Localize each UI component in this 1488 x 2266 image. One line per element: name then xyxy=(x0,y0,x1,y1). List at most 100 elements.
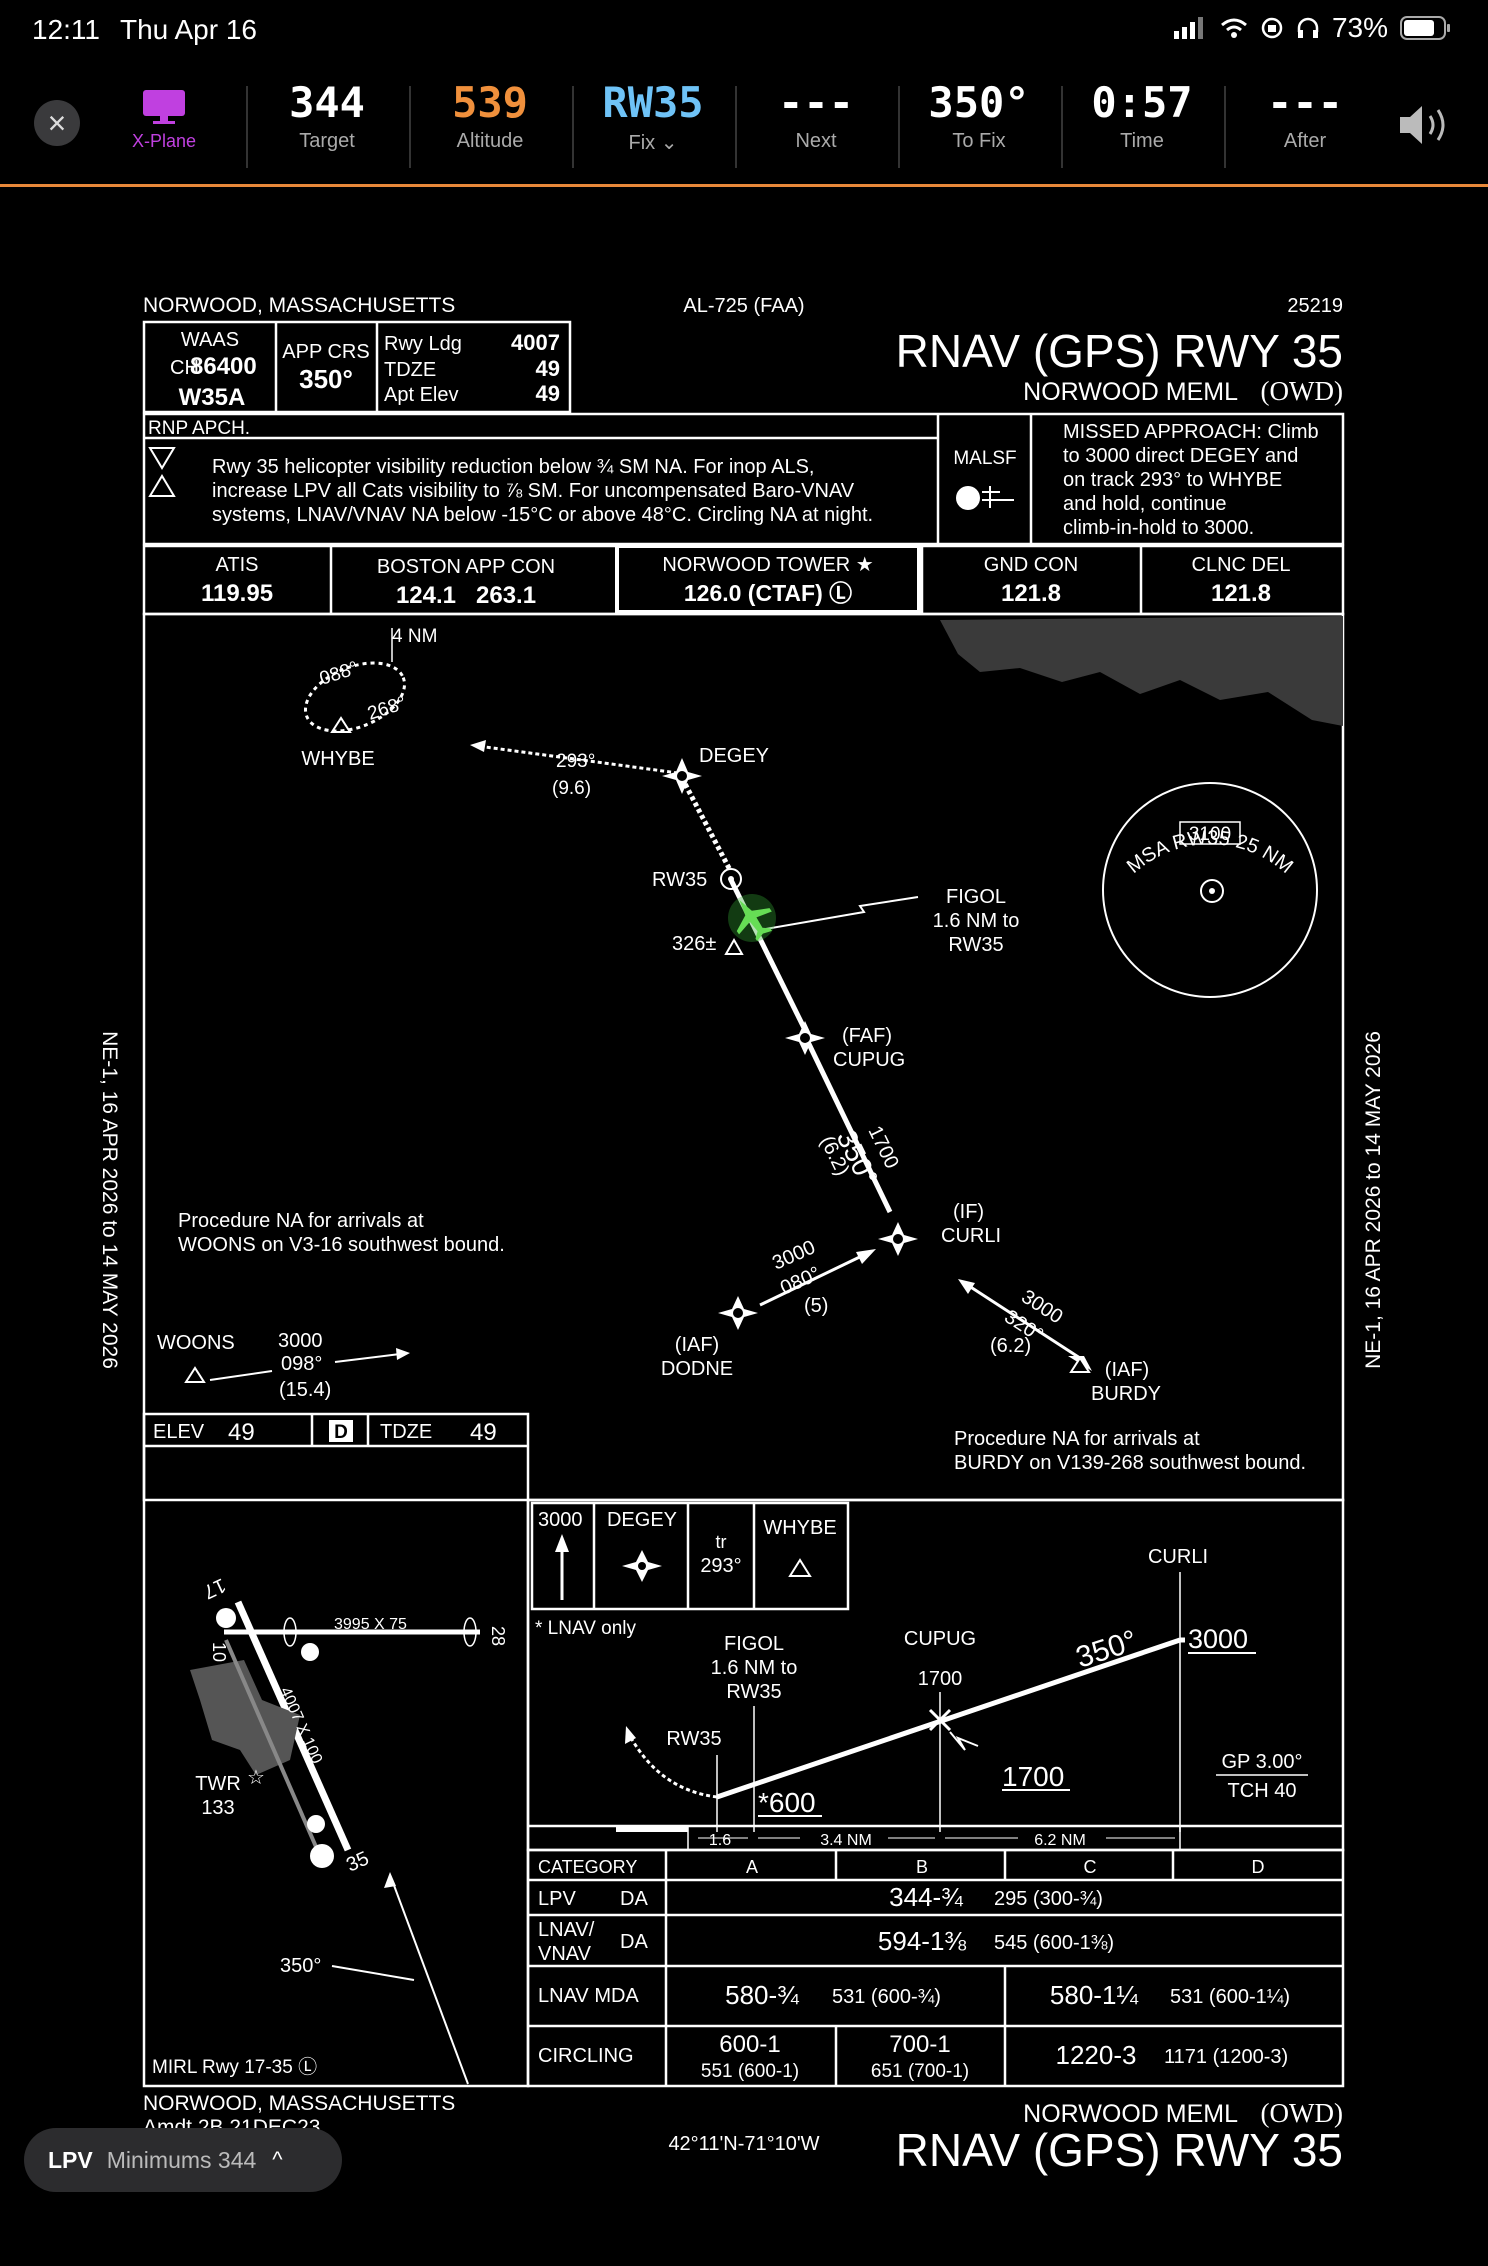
lighting-icon xyxy=(216,1608,236,1628)
burdy-fix: 3000 320° (6.2) (IAF) BURDY xyxy=(958,1279,1161,1405)
msa-altitude: 3100 xyxy=(1189,824,1231,845)
separator xyxy=(572,86,574,168)
status-right: 73% xyxy=(1173,12,1452,44)
missed-line-3: on track 293° to WHYBE xyxy=(1063,469,1282,491)
fix-value: RW35 xyxy=(602,78,704,127)
distance-1: 1.6 xyxy=(709,1832,731,1849)
rwy-28-label: 28 xyxy=(488,1626,508,1646)
approach-lights-icon xyxy=(956,486,1014,510)
footer-airport: NORWOOD MEML xyxy=(1023,2100,1238,2128)
cupug-fix: (FAF) CUPUG xyxy=(785,1021,905,1071)
app-crs-label: APP CRS xyxy=(282,341,369,363)
target-field[interactable]: 344 Target xyxy=(252,78,402,153)
circling-b-minimum-sub: 651 (700-1) xyxy=(871,2061,969,2082)
after-value: --- xyxy=(1267,78,1343,127)
header-al-number: AL-725 (FAA) xyxy=(683,295,804,317)
plate-header: NORWOOD, MASSACHUSETTS AL-725 (FAA) 2521… xyxy=(143,294,1343,406)
dodne-label: DODNE xyxy=(661,1358,733,1380)
curli-label: CURLI xyxy=(941,1225,1001,1247)
next-field[interactable]: --- Next xyxy=(741,78,891,153)
battery-percent: 73% xyxy=(1331,12,1388,43)
rwy-10-label: 10 xyxy=(209,1642,229,1662)
profile-figol-2: 1.6 NM to xyxy=(711,1657,798,1679)
na-burdy-line-1: Procedure NA for arrivals at xyxy=(954,1428,1200,1450)
altitude-field[interactable]: 539 Altitude xyxy=(415,78,565,153)
dodne-distance: (5) xyxy=(804,1295,828,1317)
clnc-del-freq: 121.8 xyxy=(1211,580,1271,607)
profile-600: *600 xyxy=(758,1787,816,1818)
glidepath xyxy=(716,1637,1181,1800)
briefing-boxes xyxy=(142,320,572,414)
burdy-label: BURDY xyxy=(1091,1383,1161,1405)
fix-field[interactable]: RW35 Fix ⌄ xyxy=(578,78,728,155)
separator xyxy=(409,86,411,168)
rw35-label: RW35 xyxy=(652,869,707,891)
close-button[interactable]: × xyxy=(34,100,80,146)
time-label: Time xyxy=(1120,130,1164,152)
coastline-terrain xyxy=(940,616,1343,726)
diag-tdze-value: 49 xyxy=(470,1419,497,1446)
minimums-table xyxy=(526,1848,1345,2088)
figol-line-2: 1.6 NM to xyxy=(933,910,1020,932)
missed-line-4: and hold, continue xyxy=(1063,493,1226,515)
distance-2: 3.4 NM xyxy=(820,1832,872,1849)
profile-cupug-alt: 1700 xyxy=(918,1668,963,1690)
figol-line-1: FIGOL xyxy=(946,886,1006,908)
tower-name: NORWOOD TOWER ★ xyxy=(662,554,873,576)
app-con-freq: 124.1 263.1 xyxy=(396,582,536,609)
note-line-2: increase LPV all Cats visibility to ⅞ SM… xyxy=(212,480,855,502)
papi-icon xyxy=(307,1815,325,1833)
takeoff-minimums-icon xyxy=(148,447,176,470)
note-line-1: Rwy 35 helicopter visibility reduction b… xyxy=(212,456,815,478)
papi-icon xyxy=(301,1643,319,1661)
separator xyxy=(1061,86,1063,168)
xplane-label: X-Plane xyxy=(131,131,197,151)
time-field[interactable]: 0:57 Time xyxy=(1067,78,1217,153)
xplane-source-button[interactable]: X-Plane xyxy=(122,88,206,152)
orientation-lock-icon xyxy=(1261,17,1283,39)
app-crs-value: 350° xyxy=(299,364,353,394)
altitude-label: Altitude xyxy=(456,130,524,152)
lnavvnav-label-1: LNAV/ xyxy=(538,1919,595,1941)
after-field[interactable]: --- After xyxy=(1230,78,1380,153)
approach-plate[interactable]: NORWOOD, MASSACHUSETTS AL-725 (FAA) 2521… xyxy=(0,190,1488,2266)
runway-10-28: 3995 X 75 10 28 xyxy=(209,1616,508,1662)
dodne-fix: 3000 080° (5) (IAF) DODNE xyxy=(661,1236,876,1380)
leg-293-distance: (9.6) xyxy=(552,778,591,799)
figol-leader xyxy=(759,896,919,931)
lnavvnav-minimum-sub: 545 (600-1⅜) xyxy=(994,1932,1114,1954)
tdze-label: TDZE xyxy=(384,359,436,381)
degey-fix: DEGEY xyxy=(662,745,769,794)
minimums-selector-button[interactable]: LPV Minimums 344 ^ xyxy=(24,2128,342,2192)
woons-label: WOONS xyxy=(157,1332,235,1354)
rwy-35-label: 35 xyxy=(343,1847,372,1876)
hold-outbound: 268° xyxy=(365,693,409,725)
effective-dates-left: NE-1, 16 APR 2026 to 14 MAY 2026 xyxy=(98,1031,121,1369)
min-header-a: A xyxy=(746,1857,758,1877)
tower-elevation: 133 xyxy=(201,1797,234,1819)
rw35-fix: RW35 xyxy=(652,868,742,891)
header-title: RNAV (GPS) RWY 35 xyxy=(896,325,1343,377)
ma-climb-alt: 3000 xyxy=(538,1509,583,1531)
speaker-icon[interactable] xyxy=(1394,100,1454,150)
to-fix-field[interactable]: 350° To Fix xyxy=(904,78,1054,153)
msa-circle: MSA RW35 25 NM 3100 xyxy=(1102,782,1318,998)
profile-figol-1: FIGOL xyxy=(724,1633,784,1655)
gnd-con-freq: 121.8 xyxy=(1001,580,1061,607)
rwy-ldg-label: Rwy Ldg xyxy=(384,333,462,355)
final-approach-line xyxy=(391,1879,469,2085)
flight-info-bar: × X-Plane 344 Target 539 Altitude RW35 F… xyxy=(0,66,1488,187)
lnav-cd-minimum-sub: 531 (600-1¼) xyxy=(1170,1986,1290,2008)
clnc-del-name: CLNC DEL xyxy=(1192,554,1291,576)
separator xyxy=(735,86,737,168)
minimums-type: LPV xyxy=(48,2146,93,2173)
na-burdy-line-2: BURDY on V139-268 southwest bound. xyxy=(954,1452,1306,1474)
header-airport-id: (OWD) xyxy=(1261,376,1343,406)
na-woons-line-1: Procedure NA for arrivals at xyxy=(178,1210,424,1232)
ma-track-course: 293° xyxy=(700,1555,741,1577)
woons-feeder: WOONS 3000 098° (15.4) xyxy=(157,1330,410,1401)
status-date: Thu Apr 16 xyxy=(120,14,257,45)
apt-elev-value: 49 xyxy=(536,381,560,406)
rwy-17-label: 17 xyxy=(200,1573,229,1602)
footer-airport-id: (OWD) xyxy=(1261,2098,1343,2128)
